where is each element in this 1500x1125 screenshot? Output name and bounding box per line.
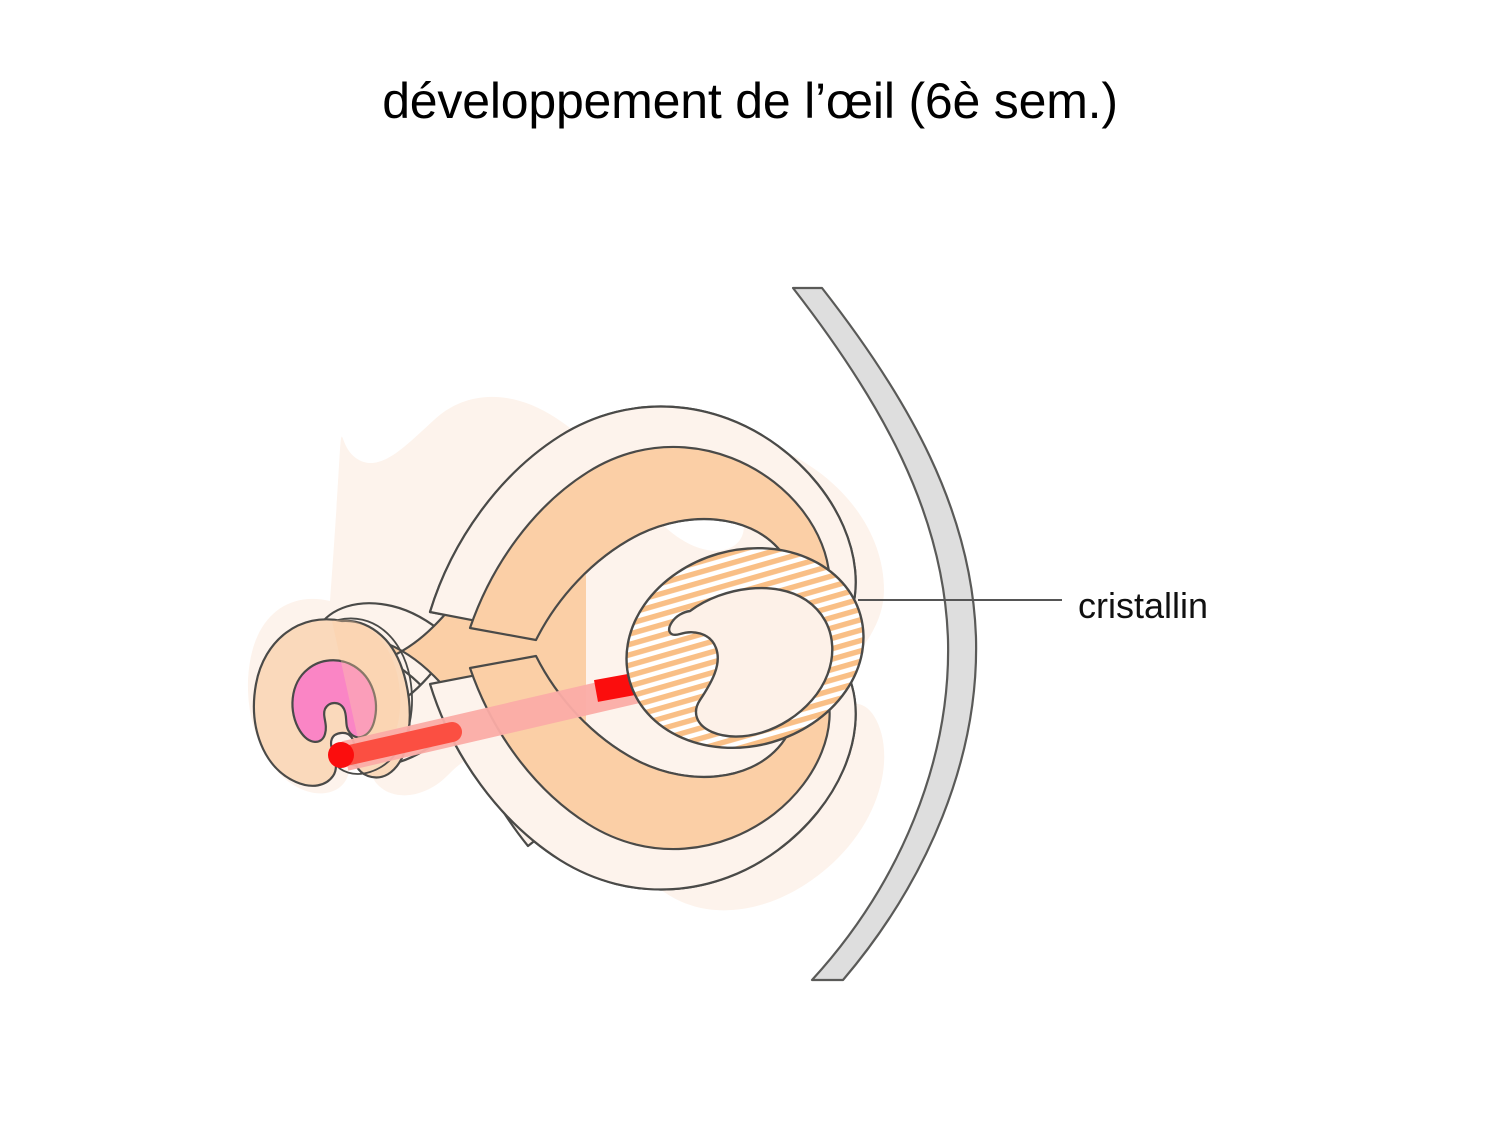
page-title: développement de l’œil (6è sem.): [382, 73, 1118, 129]
label-cristallin: cristallin: [1078, 585, 1209, 626]
lens-cavity: [668, 586, 834, 738]
hyaloid-artery-origin: [328, 742, 354, 768]
brain-ventricle: [291, 659, 378, 743]
surface-ectoderm: [791, 286, 978, 982]
optic-stalk-front-face: [332, 617, 413, 775]
